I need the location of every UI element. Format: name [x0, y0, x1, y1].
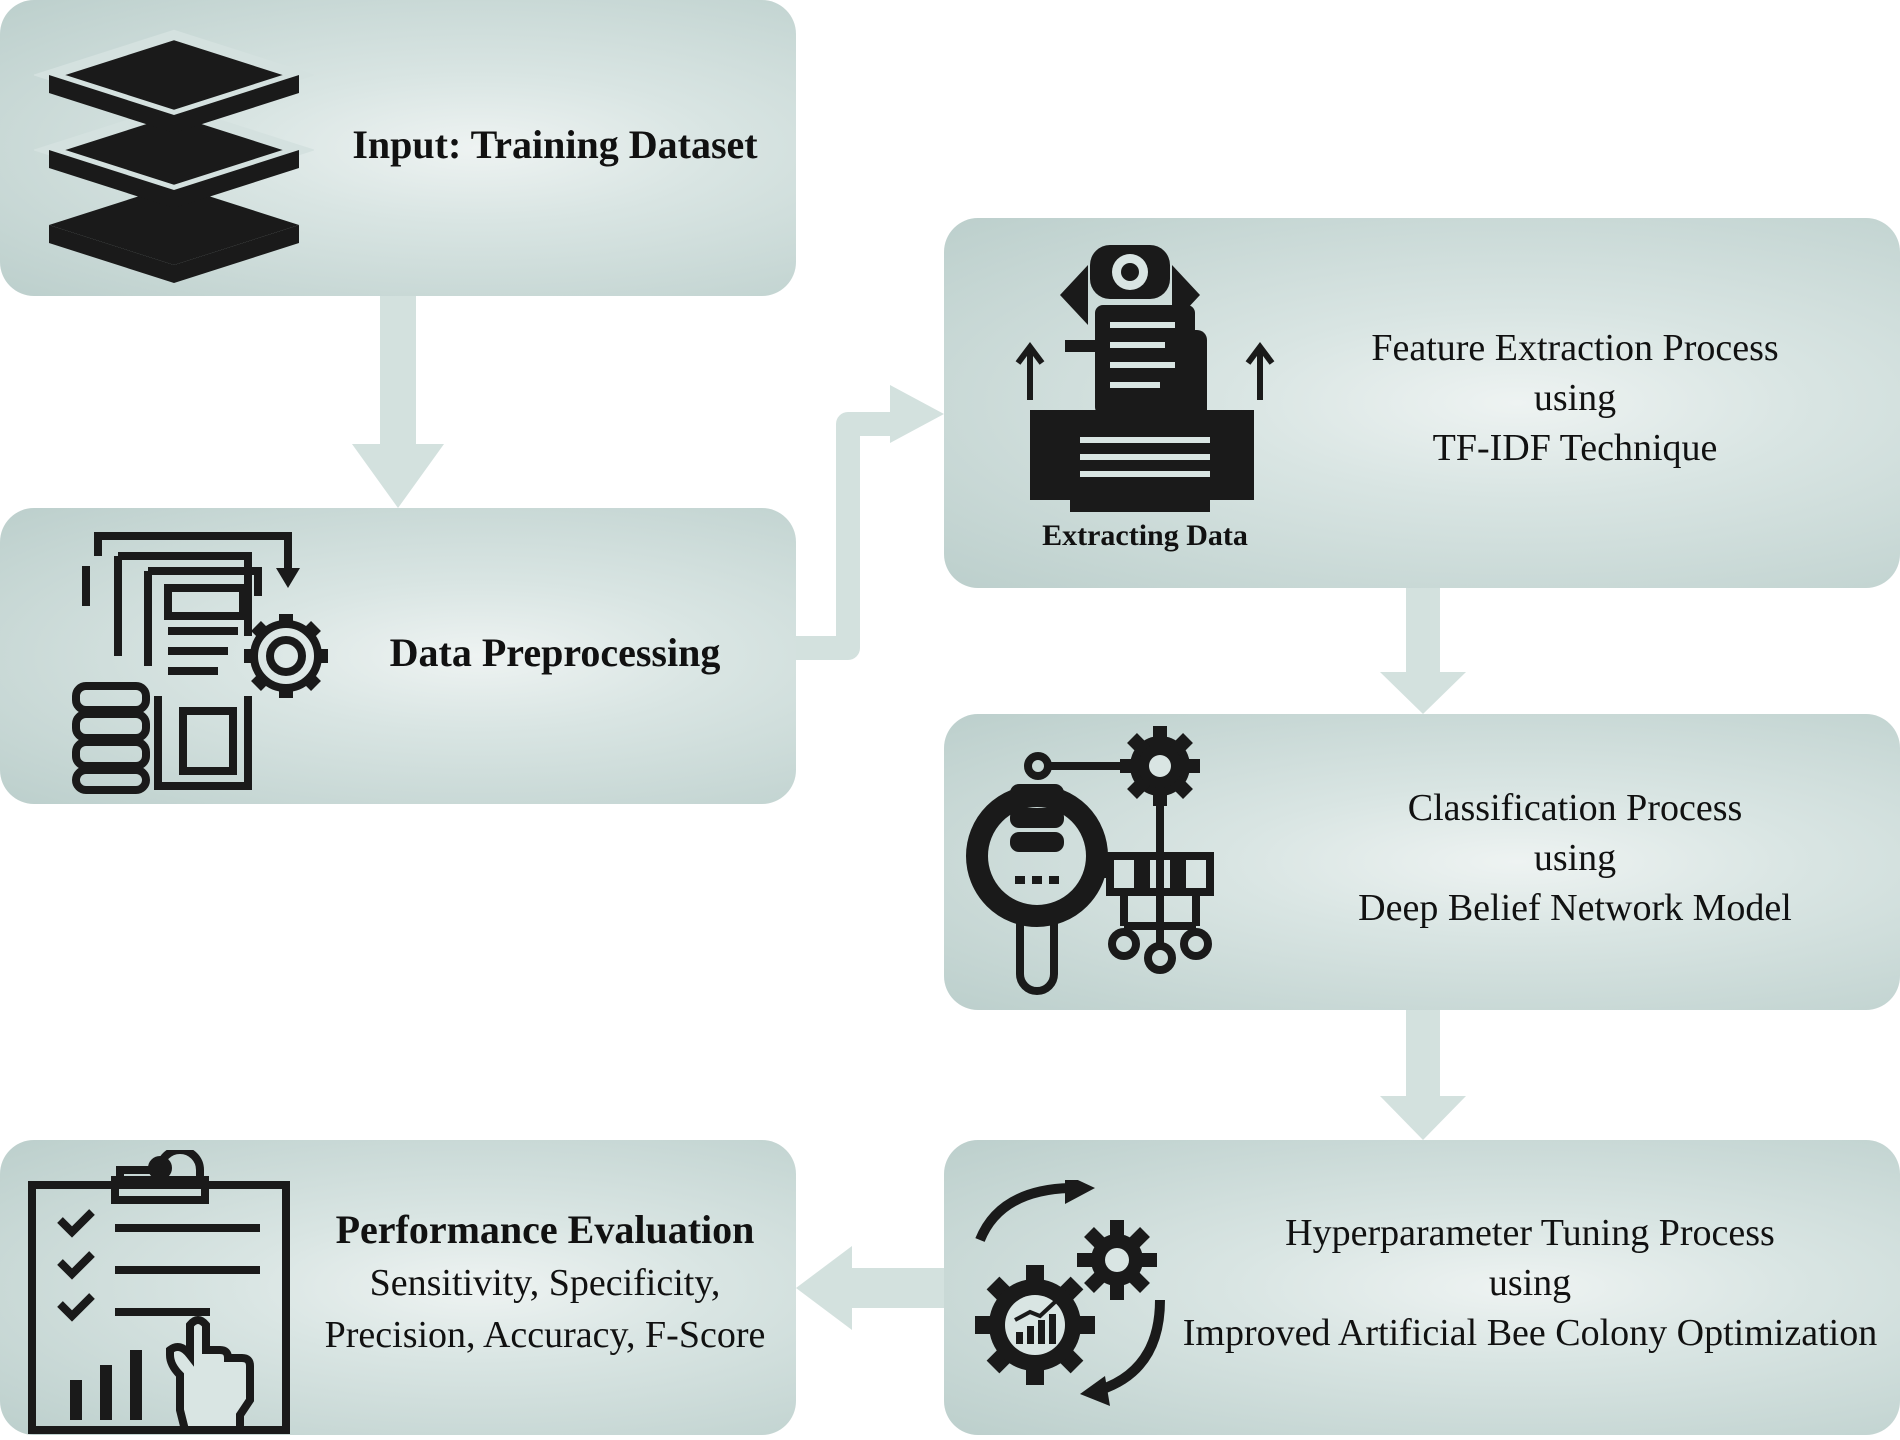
tuning-line1: Hyperparameter Tuning Process: [1285, 1212, 1775, 1254]
extracting-data-caption: Extracting Data: [1042, 519, 1248, 552]
feature-extraction-line2: using: [1533, 377, 1617, 419]
arrow-tuning-to-evaluation: [796, 1246, 944, 1330]
tuning-line2: using: [1488, 1262, 1572, 1304]
layers-icon: [34, 29, 314, 283]
input-title: Input: Training Dataset: [352, 122, 758, 167]
classification-line2: using: [1533, 837, 1617, 879]
classification-line1: Classification Process: [1407, 787, 1743, 829]
gears-cycle-icon: [975, 1180, 1165, 1406]
arrow-input-to-preprocessing: [352, 296, 444, 508]
arrow-extraction-to-classification: [1380, 588, 1466, 714]
arrow-preprocessing-to-extraction: [796, 385, 944, 660]
robot-extracting-data-icon: [1015, 245, 1275, 512]
evaluation-line2: Precision, Accuracy, F-Score: [324, 1314, 766, 1356]
arrow-classification-to-tuning: [1380, 1010, 1466, 1140]
evaluation-line1: Sensitivity, Specificity,: [369, 1262, 721, 1304]
clipboard-checklist-icon: [28, 1150, 290, 1434]
preprocessing-title: Data Preprocessing: [389, 630, 721, 675]
tuning-line3: Improved Artificial Bee Colony Optimizat…: [1182, 1312, 1878, 1354]
search-network-gear-icon: [966, 726, 1214, 995]
feature-extraction-line1: Feature Extraction Process: [1371, 327, 1779, 369]
document-gear-database-icon: [72, 532, 328, 794]
classification-line3: Deep Belief Network Model: [1358, 887, 1792, 929]
feature-extraction-line3: TF-IDF Technique: [1432, 427, 1718, 469]
evaluation-title: Performance Evaluation: [335, 1207, 755, 1252]
